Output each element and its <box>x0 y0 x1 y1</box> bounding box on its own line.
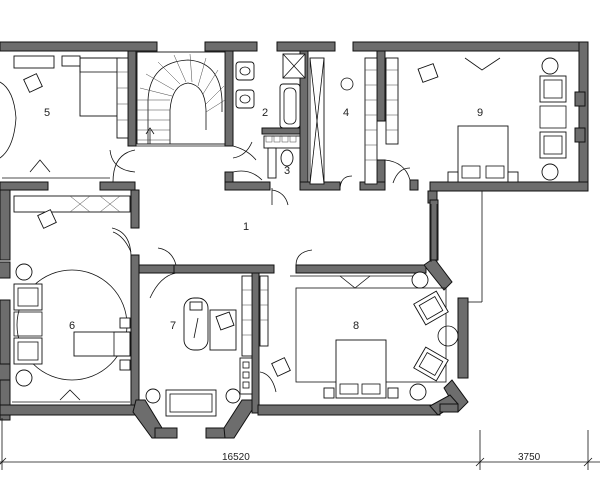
room-label-6: 6 <box>69 320 75 332</box>
door-swings <box>109 141 483 303</box>
dimension-lines <box>0 418 600 470</box>
room-label-8: 8 <box>353 320 359 332</box>
room-label-5: 5 <box>44 107 50 119</box>
room-label-1: 1 <box>243 221 249 233</box>
bedroom-5-furniture <box>0 55 136 183</box>
dimension-main-width: 16520 <box>222 452 250 463</box>
room-label-2: 2 <box>262 107 268 119</box>
closet-room-4 <box>309 57 378 191</box>
room-7-furniture <box>145 272 253 417</box>
bedroom-9-furniture <box>384 57 567 183</box>
bedroom-6-furniture <box>12 195 132 403</box>
bathroom-fixtures <box>232 53 306 206</box>
room-label-9: 9 <box>477 107 483 119</box>
staircase <box>136 51 230 147</box>
room-label-3: 3 <box>284 165 290 177</box>
room-label-4: 4 <box>343 107 349 119</box>
dimension-side-width: 3750 <box>518 452 541 463</box>
walls <box>0 41 589 439</box>
room-label-7: 7 <box>170 320 176 332</box>
bedroom-8-furniture <box>259 271 459 401</box>
